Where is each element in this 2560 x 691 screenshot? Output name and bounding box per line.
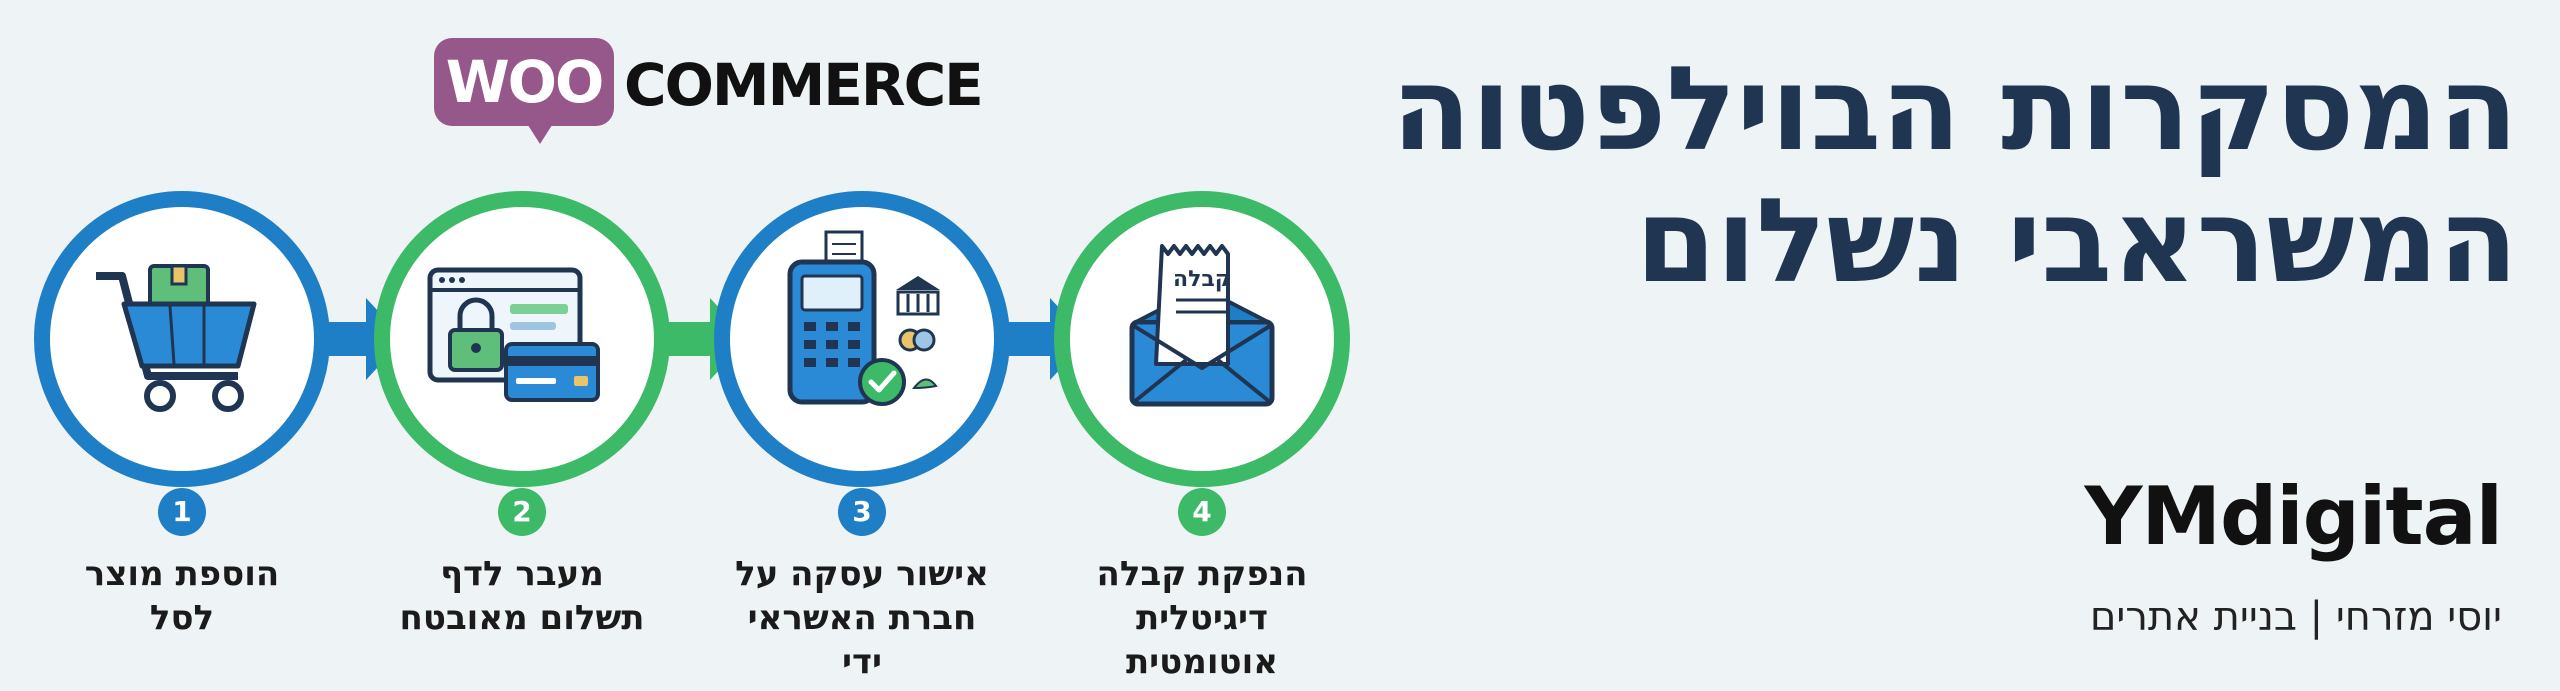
step-3-label-line: חברת האשראי (747, 598, 977, 638)
step-4-label-line: אוטומטית (1125, 642, 1279, 682)
step-1-label: הוספת מוצר לסל (22, 552, 342, 640)
step-3-label-line: אישור עסקה על (735, 554, 989, 594)
step-3-number: 3 (838, 488, 886, 536)
step-4-label-line: דיגיטלית (1135, 598, 1269, 638)
step-1-label-line: לסל (149, 598, 215, 638)
step-2-number: 2 (498, 488, 546, 536)
shopping-cart-icon (96, 264, 257, 412)
step-3-label-line: ידי (841, 642, 882, 682)
brand-tagline: יוסי מזרחי | בניית אתרים (2089, 594, 2502, 640)
secure-payment-icon (427, 267, 600, 402)
step-2-label-line: מעבר לדף (440, 554, 604, 594)
woocommerce-logo: WOO COMMERCE (434, 34, 984, 144)
woo-logo-text: WOO (445, 48, 605, 116)
step-3-label: אישור עסקה על חברת האשראי ידי (702, 552, 1022, 684)
woo-badge (434, 38, 614, 126)
receipt-envelope-icon: קבלה (1129, 244, 1275, 407)
page-title-line-1: המסקרות הבוילפטוה (1391, 42, 2518, 177)
step-4-label: הנפקת קבלה דיגיטלית אוטומטית (1042, 552, 1362, 684)
commerce-logo-text: COMMERCE (624, 51, 984, 119)
process-flow: קבלה (34, 191, 1350, 487)
receipt-label: קבלה (1173, 267, 1231, 292)
step-1-number: 1 (158, 488, 206, 536)
payment-terminal-icon (787, 230, 940, 406)
step-2-label-line: תשלום מאובטח (399, 598, 645, 638)
step-1-label-line: הוספת מוצר (84, 554, 280, 594)
step-2-label: מעבר לדף תשלום מאובטח (362, 552, 682, 640)
page-title-line-2: המשראבי נשלום (1635, 174, 2518, 309)
woo-badge-tail (526, 122, 554, 144)
step-4-label-line: הנפקת קבלה (1096, 554, 1308, 594)
brand-name: YMdigital (2084, 470, 2503, 563)
step-4-number: 4 (1178, 488, 1226, 536)
